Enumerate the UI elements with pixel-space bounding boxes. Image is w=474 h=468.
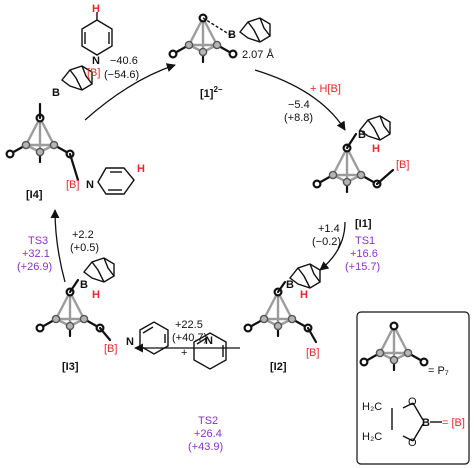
label-I1: [I1] (355, 218, 372, 230)
ts3-dg-alt: (+26.9) (17, 261, 52, 273)
ts3-label: TS3 (28, 235, 48, 247)
dihydropyridine-product (81, 12, 113, 56)
atom-n-dhp: N (92, 55, 100, 67)
atom-n-i4: N (86, 179, 94, 191)
legend-p7: = P₇ (428, 365, 449, 377)
legend-b-label: = [B] (442, 417, 465, 429)
atom-h-i3: H (92, 289, 100, 301)
ts1-dg-alt: (+15.7) (345, 261, 380, 273)
atom-h-i2: H (300, 289, 308, 301)
arrow-i1-to-i2 (319, 221, 346, 271)
legend-box (356, 311, 470, 465)
label-I2: [I2] (270, 361, 287, 373)
complex-1 (168, 13, 271, 64)
dg-alt-i1-i2: (−0.2) (312, 236, 341, 248)
boryl-dhp: [B] (87, 67, 100, 79)
dg-alt-i3-i4: (+0.5) (70, 242, 99, 254)
dg-alt-c1-i1: (+8.8) (284, 112, 313, 124)
atom-n-i3: N (126, 336, 134, 348)
atom-h-i1: H (372, 143, 380, 155)
atom-n-pyridine: N (205, 335, 213, 347)
dg-i3-i4: +2.2 (72, 229, 94, 241)
intermediate-I4 (5, 65, 135, 195)
ts2-dg: +26.4 (194, 428, 222, 440)
atom-b-i4: B (52, 87, 60, 99)
legend-b: B (422, 417, 430, 429)
legend-o-top: O (408, 396, 417, 408)
intermediate-I2 (243, 263, 321, 344)
arrow-c1-to-i1 (254, 69, 346, 131)
p-b-contact (202, 17, 233, 37)
legend-o-bottom: O (408, 437, 417, 449)
intermediate-I1 (312, 115, 395, 194)
atom-b-i2: B (286, 279, 294, 291)
plus-pyridine: + (181, 347, 187, 359)
ts2-dg-alt: (+43.9) (188, 441, 223, 453)
ts3-dg: +32.1 (22, 248, 50, 260)
label-complex-1-name: [1] (200, 88, 214, 100)
boryl-i2: [B] (306, 347, 319, 359)
arrow-i3-to-i4 (50, 209, 66, 283)
atom-h-i4: H (137, 163, 145, 175)
dg-alt-i4-c1: (−54.6) (104, 69, 139, 81)
arrow-i4-to-c1 (84, 63, 176, 121)
dg-c1-i1: −5.4 (288, 99, 310, 111)
atom-b-i1: B (358, 129, 366, 141)
atom-b-1: B (228, 29, 236, 41)
label-I4: [I4] (26, 189, 43, 201)
boryl-i4: [B] (66, 179, 79, 191)
legend-h2c-bottom: H₂C (362, 431, 382, 443)
dg-alt-i2-i3: (+40.7) (172, 332, 207, 344)
ts1-dg: +16.6 (350, 248, 378, 260)
dg-i1-i2: +1.4 (318, 223, 340, 235)
dg-i2-i3: +22.5 (175, 319, 203, 331)
label-complex-1: [1]2− (200, 85, 223, 100)
ts2-label: TS2 (198, 415, 218, 427)
dg-i4-c1: −40.6 (110, 55, 138, 67)
bond-length: 2.07 Å (242, 48, 274, 61)
label-I3: [I3] (62, 361, 79, 373)
label-complex-1-charge: 2− (213, 85, 222, 94)
legend-h2c-top: H₂C (362, 401, 382, 413)
ts1-label: TS1 (355, 235, 375, 247)
intermediate-I3 (35, 257, 169, 355)
pyridine-free (193, 332, 227, 370)
atom-h-dhp: H (92, 3, 100, 15)
boryl-i3: [B] (104, 343, 117, 355)
reagent-hb: + H[B] (310, 83, 341, 95)
atom-b-i3: B (80, 279, 88, 291)
boryl-i1: [B] (396, 159, 409, 171)
